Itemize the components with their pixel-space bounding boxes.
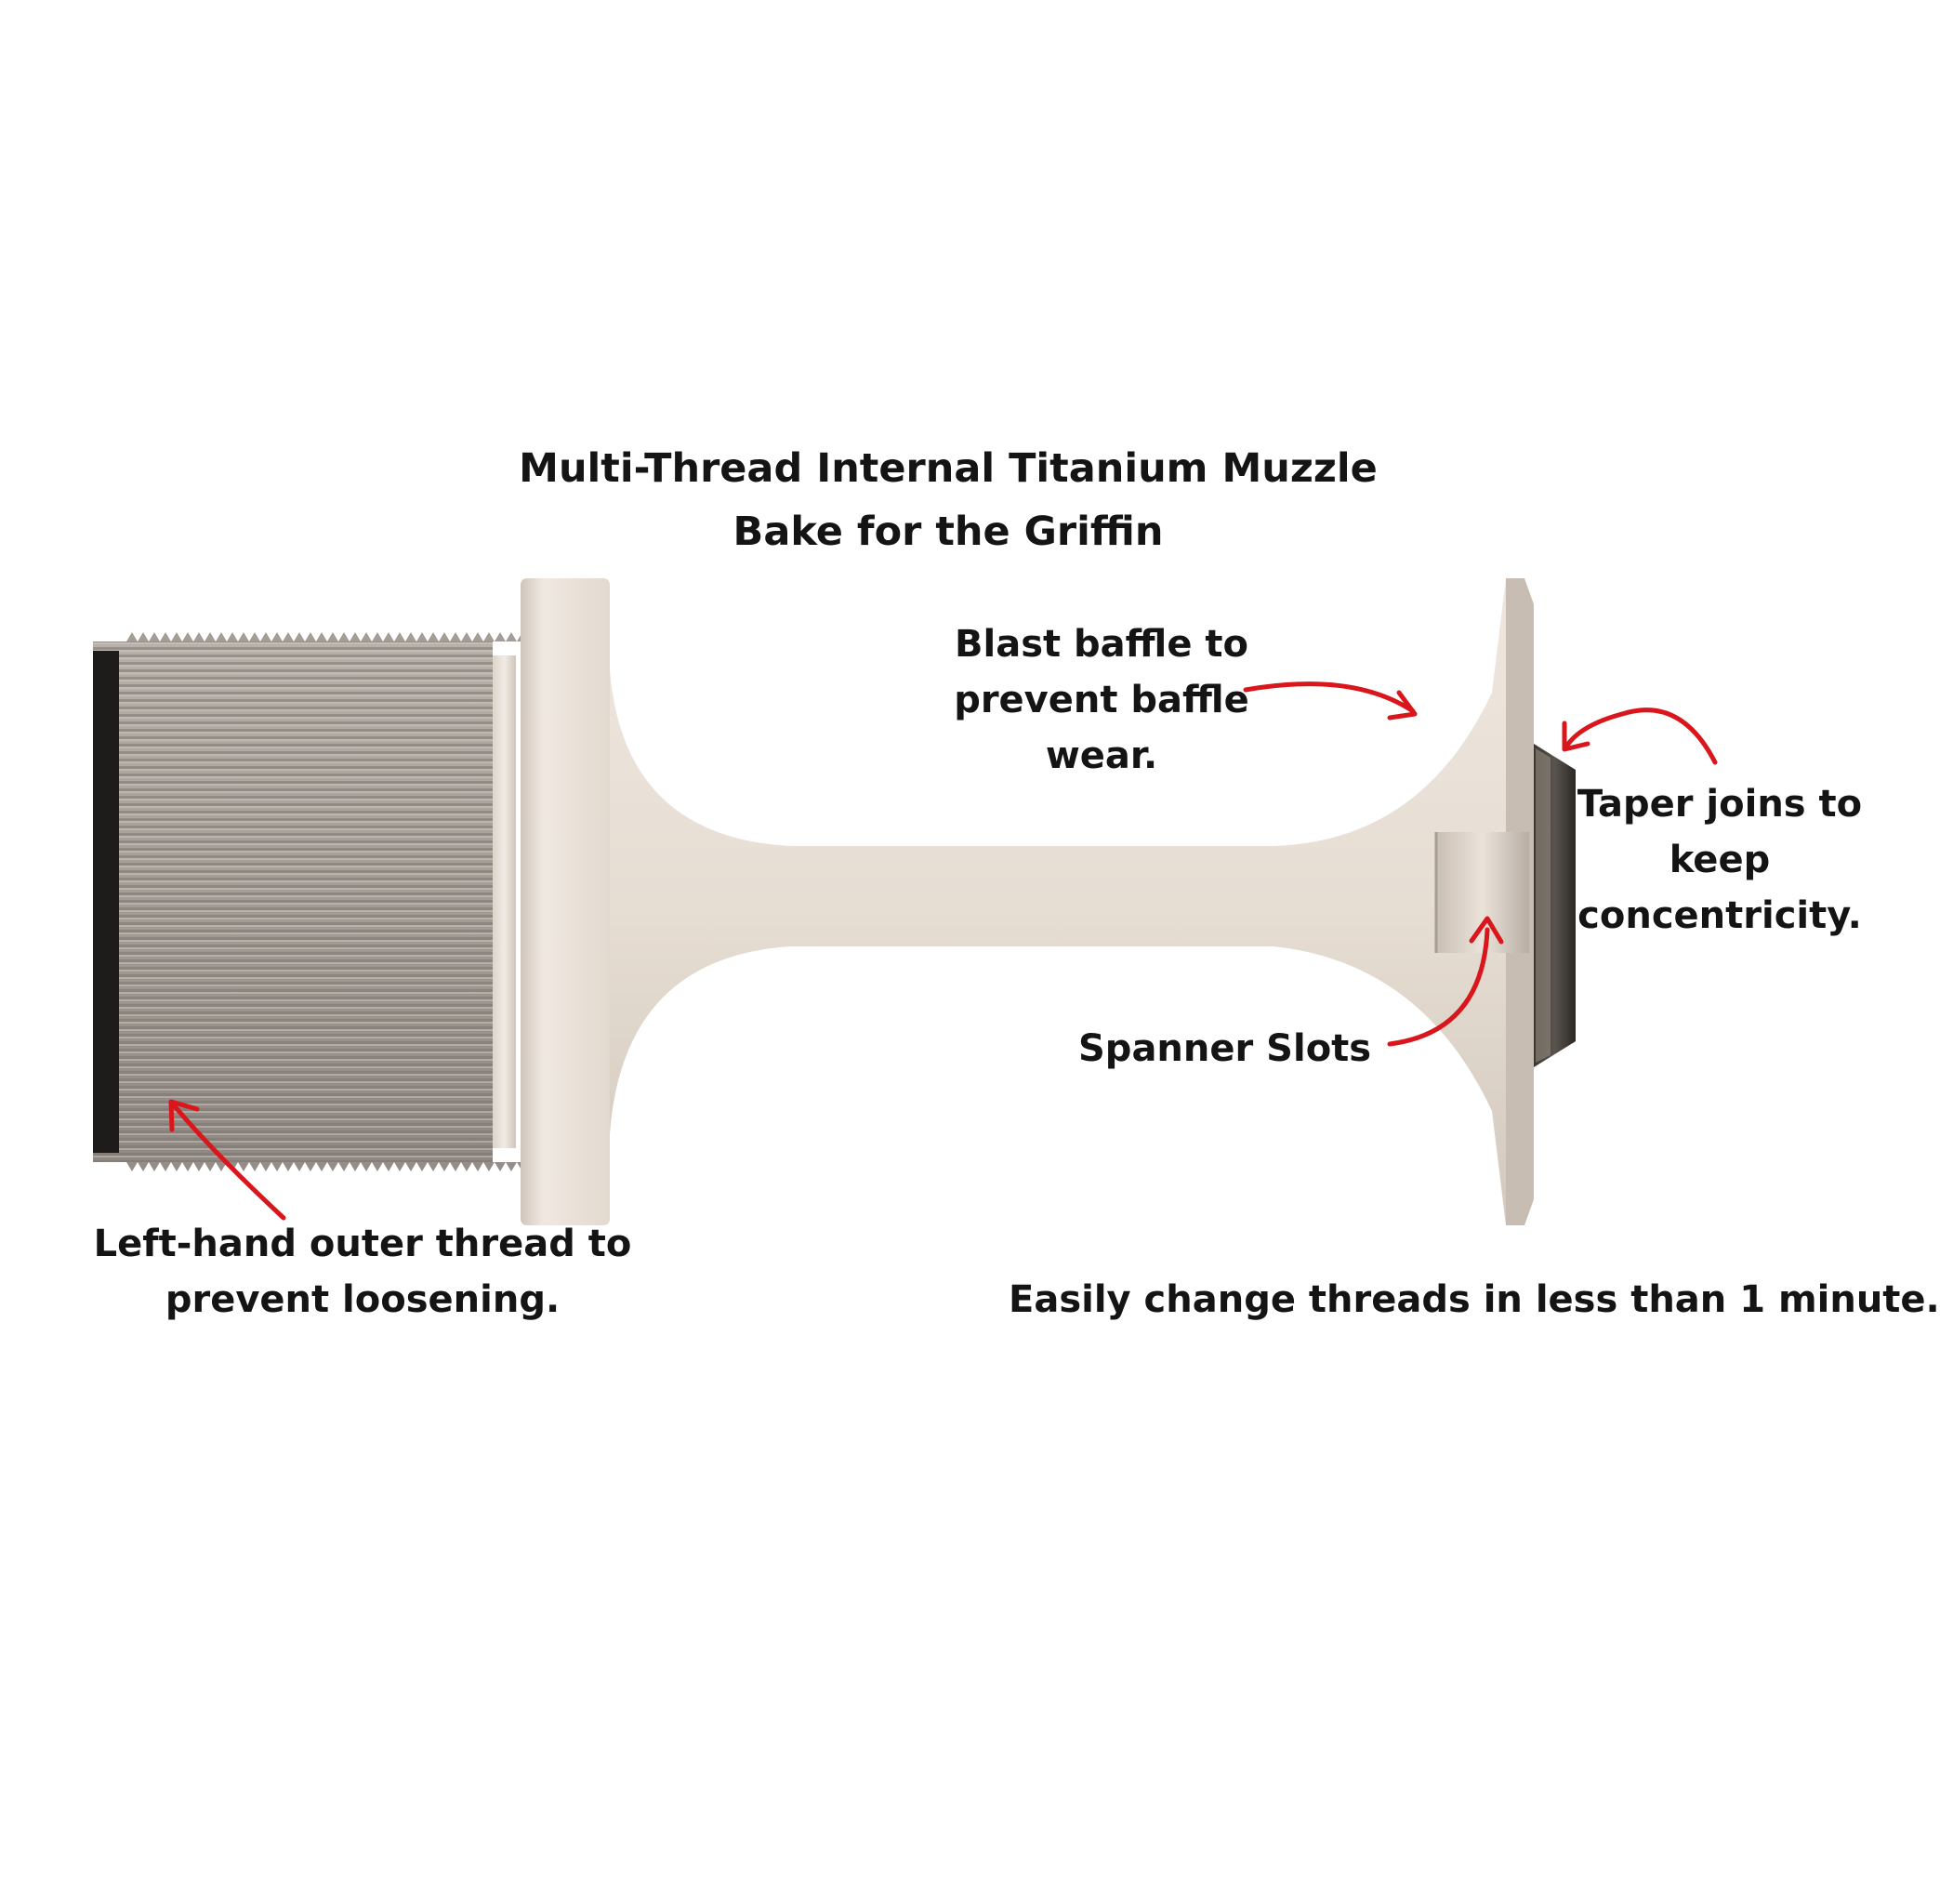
callout-blast-baffle-line-3: wear. bbox=[1045, 734, 1158, 777]
arrowhead-taper bbox=[1562, 721, 1590, 752]
callout-spanner-line-1: Spanner Slots bbox=[1078, 1027, 1372, 1070]
footer-note: Easily change threads in less than 1 min… bbox=[1009, 1278, 1940, 1321]
callout-spanner-slots: Spanner Slots bbox=[1078, 1021, 1371, 1077]
callout-taper: Taper joins to keep concentricity. bbox=[1562, 776, 1878, 944]
callout-blast-baffle-line-1: Blast baffle to bbox=[955, 623, 1248, 666]
title-line-1: Multi-Thread Internal Titanium Muzzle bbox=[519, 445, 1378, 492]
arrowhead-left-thread bbox=[168, 1099, 200, 1132]
thread-grooves bbox=[93, 641, 493, 1162]
thread-teeth-bottom bbox=[126, 1162, 561, 1171]
spanner-slot bbox=[1436, 832, 1529, 953]
arrowhead-spanner bbox=[1469, 916, 1504, 945]
callout-taper-line-3: concentricity. bbox=[1577, 894, 1862, 937]
callout-left-thread-line-2: prevent loosening. bbox=[165, 1278, 561, 1321]
arrow-left-thread bbox=[172, 1104, 286, 1221]
callout-left-thread-line-1: Left-hand outer thread to bbox=[93, 1223, 632, 1265]
callout-taper-line-2: keep bbox=[1669, 839, 1771, 881]
callout-taper-line-1: Taper joins to bbox=[1577, 783, 1863, 826]
arrow-blast-baffle bbox=[1243, 681, 1416, 714]
title-line-2: Bake for the Griffin bbox=[732, 509, 1164, 555]
callout-left-thread: Left-hand outer thread to prevent loosen… bbox=[93, 1216, 632, 1328]
arrow-taper bbox=[1564, 707, 1718, 765]
thread-collar bbox=[493, 655, 516, 1148]
thread-bore-edge bbox=[93, 651, 119, 1153]
arrow-spanner bbox=[1387, 927, 1490, 1047]
taper-highlight bbox=[1536, 748, 1551, 1063]
main-body bbox=[521, 578, 1529, 1225]
thread-teeth-top bbox=[126, 632, 539, 641]
callout-blast-baffle: Blast baffle to prevent baffle wear. bbox=[920, 616, 1283, 784]
arrowhead-blast-baffle bbox=[1387, 690, 1418, 721]
diagram-title: Multi-Thread Internal Titanium Muzzle Ba… bbox=[493, 437, 1404, 563]
callout-blast-baffle-line-2: prevent baffle bbox=[954, 679, 1249, 721]
front-flange-face bbox=[521, 578, 610, 1225]
